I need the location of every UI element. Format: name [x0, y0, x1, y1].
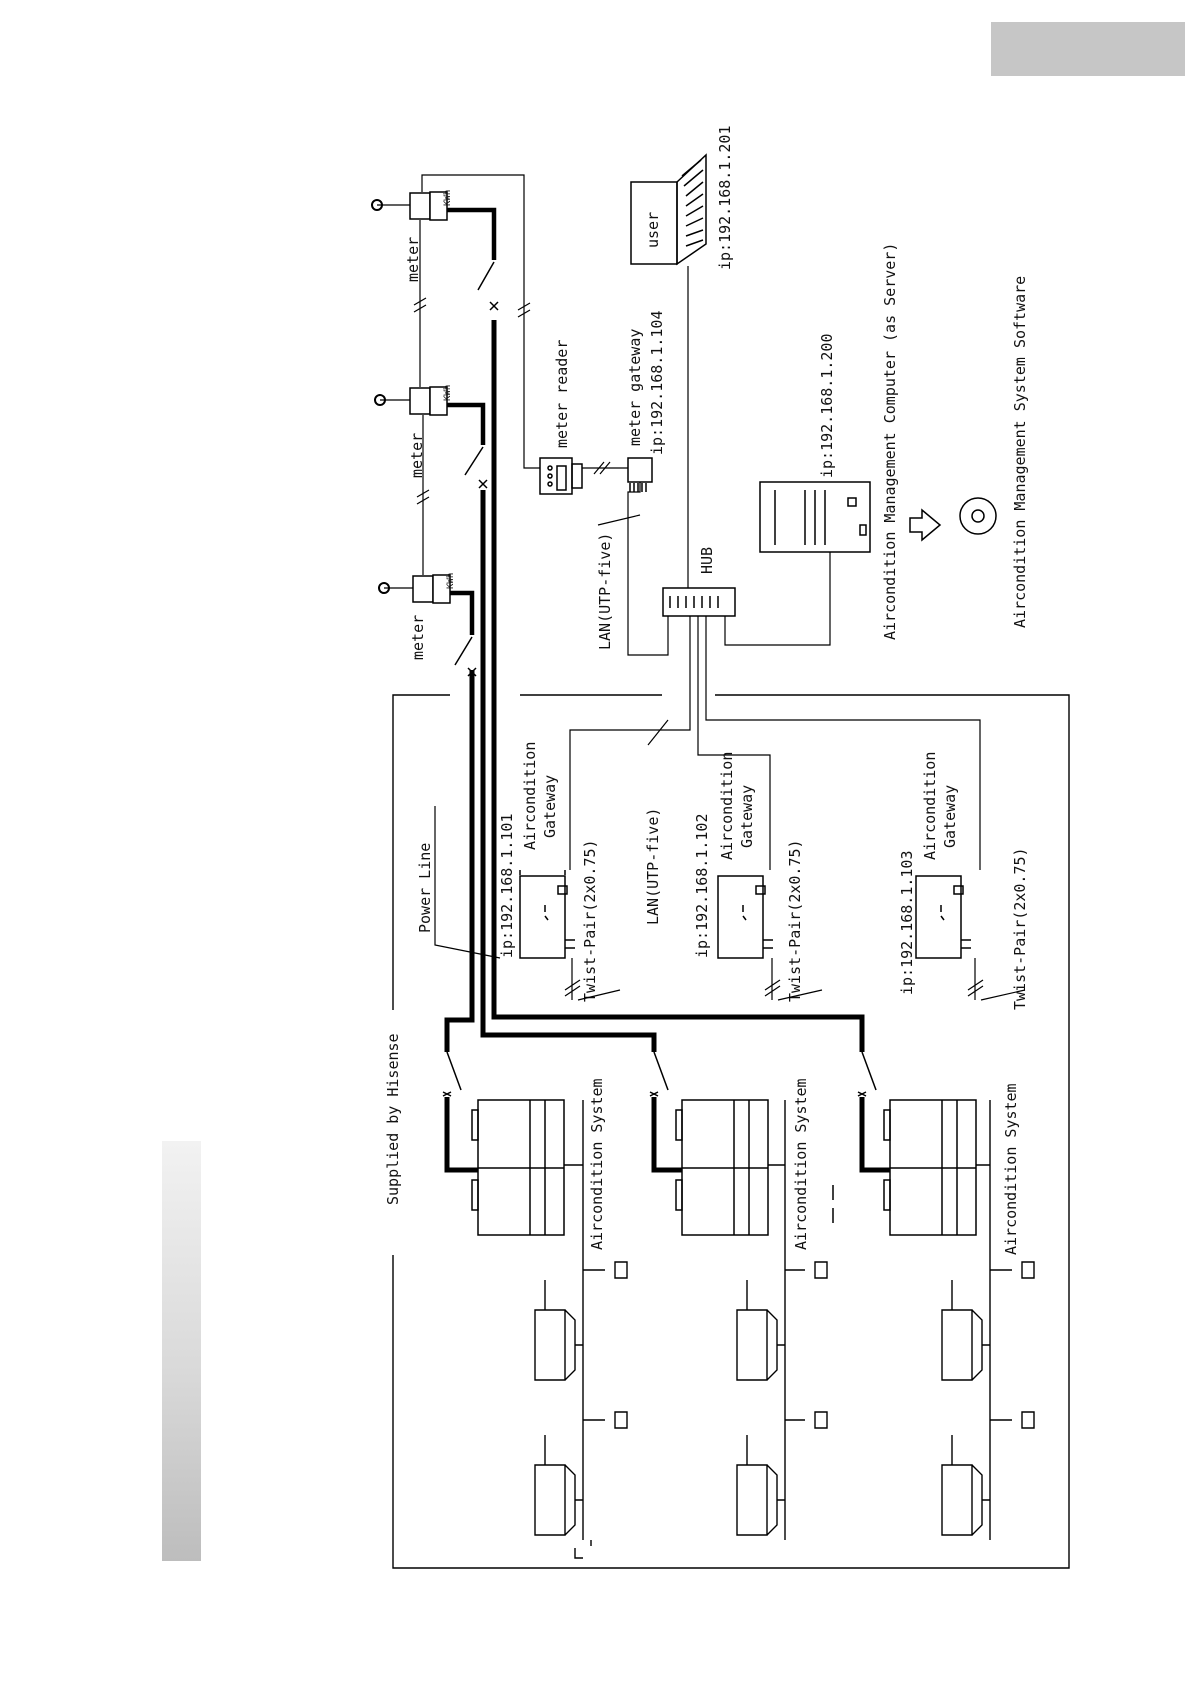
- indoor-row-1: [534, 1100, 628, 1559]
- gateway-name-1a: Aircondition: [521, 742, 539, 850]
- meter-3: KWh: [378, 573, 477, 677]
- up-arrow-icon: [909, 508, 942, 542]
- gateway-cable-3: Twist-Pair(2x0.75): [1011, 847, 1029, 1010]
- ac-gateway-2: [717, 875, 773, 959]
- system-label-2: Aircondition System: [792, 1078, 810, 1250]
- gateway-ip-1: ip:192.168.1.101: [498, 814, 516, 959]
- ac-gateway-1: [519, 870, 575, 959]
- user-ip: ip:192.168.1.201: [716, 126, 734, 271]
- supplied-by-label: Supplied by Hisense: [384, 1033, 402, 1205]
- lan-links: [569, 266, 981, 870]
- gateway-cable-1: Twist-Pair(2x0.75): [581, 839, 599, 1002]
- server-computer: [759, 481, 871, 553]
- outdoor-unit-3: [883, 1099, 977, 1236]
- ac-gateway-3: [915, 875, 971, 959]
- user-laptop: [630, 153, 707, 266]
- meter-reader-label: meter reader: [553, 340, 571, 448]
- corner-tab: [991, 22, 1185, 76]
- system-label-3: Aircondition System: [1002, 1083, 1020, 1255]
- lan-label-mid: LAN(UTP-five): [644, 808, 662, 925]
- gateway-cable-2: Twist-Pair(2x0.75): [786, 839, 804, 1002]
- twist-pair-1: [564, 958, 621, 1001]
- hub: [662, 587, 736, 617]
- meter-label-2: meter: [408, 433, 426, 478]
- power-line-label: Power Line: [416, 843, 434, 933]
- server-caption: Aircondition Management Computer (as Ser…: [881, 243, 899, 640]
- indoor-row-3: [941, 1100, 1035, 1540]
- meter-reader: [539, 457, 583, 495]
- meter-2: KWh: [374, 385, 488, 489]
- gateway-ip-2: ip:192.168.1.102: [693, 814, 711, 959]
- meter-gateway-ip: ip:192.168.1.104: [648, 311, 666, 456]
- kwh-label: KWh: [446, 573, 456, 589]
- software-disc-icon: [959, 497, 997, 535]
- power-bus: [444, 320, 865, 1052]
- meter-1: KWh: [371, 190, 499, 311]
- side-gradient-bar: [162, 1141, 201, 1561]
- hub-label: HUB: [698, 547, 716, 574]
- unit-power-feeds: [444, 1097, 890, 1173]
- hisense-boundary: [392, 694, 1070, 1569]
- gateway-name-2b: Gateway: [738, 785, 756, 848]
- gateway-ip-3: ip:192.168.1.103: [898, 851, 916, 996]
- unit-breakers: [442, 1051, 877, 1097]
- meter-label-3: meter: [409, 615, 427, 660]
- twist-pair-2: [764, 958, 823, 1001]
- gateway-name-3a: Aircondition: [921, 752, 939, 860]
- gateway-name-3b: Gateway: [941, 785, 959, 848]
- software-caption: Aircondition Management System Software: [1011, 276, 1029, 628]
- meter-label-1: meter: [404, 237, 422, 282]
- system-label-1: Aircondition System: [588, 1078, 606, 1250]
- meter-gateway-label: meter gateway: [626, 329, 644, 446]
- server-ip: ip:192.168.1.200: [818, 334, 836, 479]
- outdoor-unit-1: [471, 1099, 565, 1236]
- indoor-row-2: [736, 1100, 828, 1540]
- outdoor-unit-2: [675, 1099, 769, 1236]
- lan-label-top: LAN(UTP-five): [596, 533, 614, 650]
- power-line-leader: [434, 806, 501, 959]
- gateway-name-1b: Gateway: [541, 775, 559, 838]
- twist-pair-3: [967, 958, 1026, 1001]
- kwh-label: KWh: [443, 190, 453, 206]
- user-label: user: [644, 212, 662, 248]
- gateway-name-2a: Aircondition: [718, 752, 736, 860]
- kwh-label: KWh: [443, 385, 453, 401]
- meter-bus: [413, 174, 628, 575]
